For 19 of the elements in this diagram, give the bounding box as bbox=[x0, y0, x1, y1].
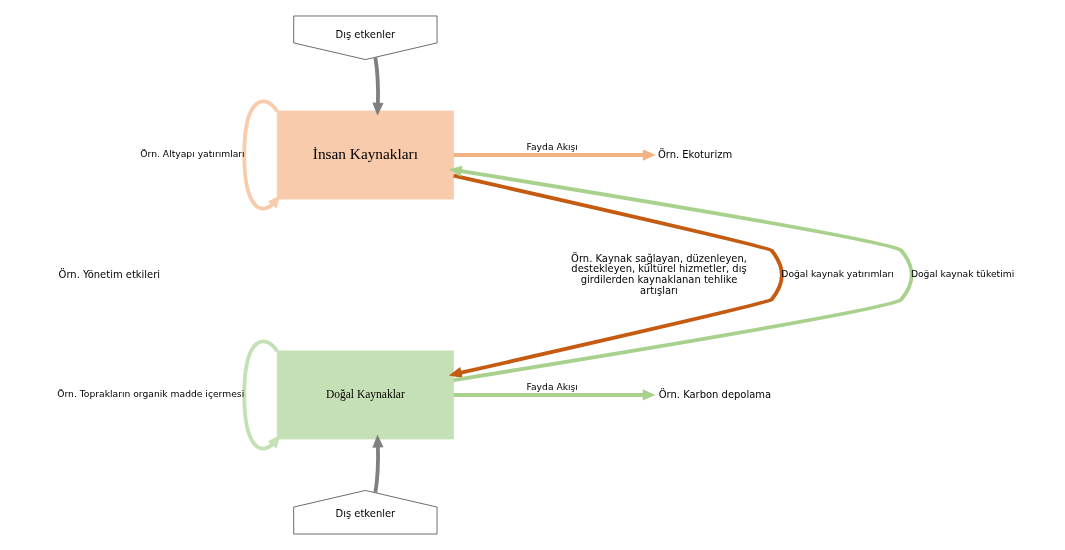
arrow bbox=[242, 339, 281, 451]
edge-label: Fayda Akışı bbox=[526, 381, 578, 393]
edge-label: Doğal kaynak tüketimi bbox=[910, 268, 1015, 280]
arrow bbox=[372, 57, 384, 116]
arrow bbox=[372, 434, 384, 493]
node-box: Doğal Kaynaklar bbox=[276, 350, 454, 440]
node-text: Örn. Karbon depolama bbox=[658, 388, 772, 400]
arrow bbox=[453, 149, 656, 161]
label: Örn. Yönetim etkileri bbox=[58, 268, 161, 280]
arrow bbox=[448, 165, 914, 382]
arrow bbox=[453, 389, 656, 401]
edge-label: Örn. Altyapı yatırımları bbox=[140, 148, 245, 160]
edge-label: Fayda Akışı bbox=[526, 141, 578, 153]
node-text: Örn. Ekoturizm bbox=[657, 148, 733, 160]
edge-label: Örn. Toprakların organik madde içermesi bbox=[57, 388, 245, 400]
arrow bbox=[242, 99, 281, 211]
node-box: İnsan Kaynakları bbox=[276, 110, 454, 200]
arrow bbox=[448, 173, 784, 379]
label: Örn. Kaynak sağlayan, düzenleyen, destekleyen, kültürel hizmetler, dış girdilerden kaynaklanan tehlike artışları bbox=[571, 252, 747, 296]
